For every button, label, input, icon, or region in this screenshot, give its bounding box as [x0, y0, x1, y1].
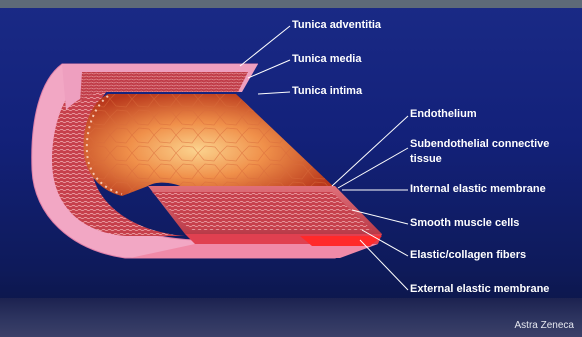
label-endothelium: Endothelium [410, 107, 477, 122]
leader-endothelium [332, 116, 408, 186]
bottom-bar [0, 298, 582, 337]
leader-subendothelial [338, 148, 408, 188]
red-fiber-band [300, 236, 382, 246]
label-smooth-muscle-cells: Smooth muscle cells [410, 216, 519, 231]
label-elastic-collagen-fibers: Elastic/collagen fibers [410, 248, 526, 263]
endothelial-cell-pattern [84, 94, 335, 196]
leader-external-elastic [360, 240, 408, 290]
label-tunica-adventitia: Tunica adventitia [292, 18, 381, 33]
label-tunica-intima: Tunica intima [292, 84, 362, 99]
label-tunica-media: Tunica media [292, 52, 361, 67]
leader-tunica-adventitia [240, 26, 290, 66]
credit-text: Astra Zeneca [515, 320, 574, 331]
label-internal-elastic-membrane: Internal elastic membrane [410, 182, 546, 197]
label-external-elastic-membrane: External elastic membrane [410, 282, 549, 297]
leader-tunica-intima [258, 92, 290, 94]
label-subendothelial-connective-tissue: Subendothelial connective tissue [410, 137, 582, 167]
